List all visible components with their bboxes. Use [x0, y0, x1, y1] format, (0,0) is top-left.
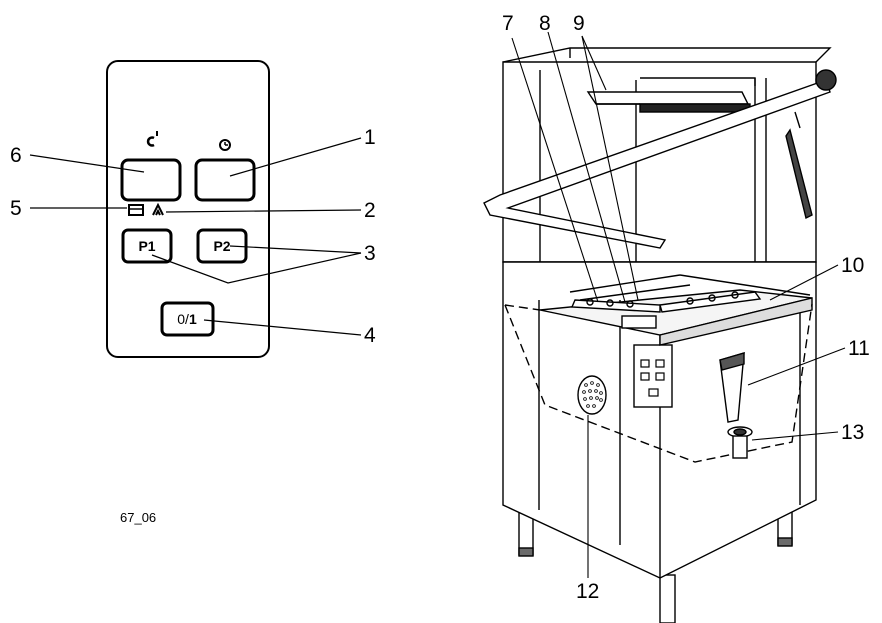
figure-code: 67_06 [120, 510, 156, 525]
power-suffix: 1 [189, 311, 197, 327]
p1-button[interactable] [121, 228, 173, 264]
callout-12: 12 [576, 580, 599, 603]
wash-arms [570, 291, 762, 329]
callout-4: 4 [364, 324, 376, 347]
power-prefix: 0/ [177, 311, 189, 327]
top-up-icon [146, 131, 158, 147]
machine-callouts: 7 8 9 10 11 13 12 [502, 12, 870, 603]
filter-12 [577, 375, 607, 415]
hood [502, 47, 832, 263]
p2-button[interactable] [196, 228, 248, 264]
callout-2: 2 [364, 199, 376, 222]
dishwasher-illustration [483, 31, 846, 623]
callout-6: 6 [10, 144, 22, 167]
overflow-pipe [719, 352, 753, 459]
control-panel: P1 P2 0/1 6 1 5 2 3 4 67_06 [10, 60, 376, 525]
cabinet [502, 261, 817, 579]
callout-1: 1 [364, 126, 376, 149]
p1-button-label: P1 [138, 238, 155, 254]
power-button[interactable] [160, 301, 215, 337]
p2-button-label: P2 [213, 238, 230, 254]
callout-3: 3 [364, 242, 376, 265]
machine-leader-lines [511, 31, 846, 578]
callout-7: 7 [502, 12, 514, 35]
hood-handle [483, 69, 837, 249]
timer-button[interactable] [194, 158, 256, 202]
callout-5: 5 [10, 197, 22, 220]
upper-rinse-arm [586, 91, 751, 113]
panel-leader-lines [29, 137, 362, 336]
tank-icon [128, 204, 144, 216]
heater-icon [152, 202, 164, 216]
callout-11: 11 [848, 337, 870, 360]
callout-10: 10 [841, 254, 864, 277]
callout-8: 8 [539, 12, 551, 35]
callout-13: 13 [841, 421, 864, 444]
power-button-label: 0/1 [177, 311, 197, 327]
top-up-button[interactable] [120, 158, 182, 202]
timer-icon [219, 139, 231, 151]
tank-dashed-outline [504, 303, 813, 463]
callout-9: 9 [573, 12, 585, 35]
